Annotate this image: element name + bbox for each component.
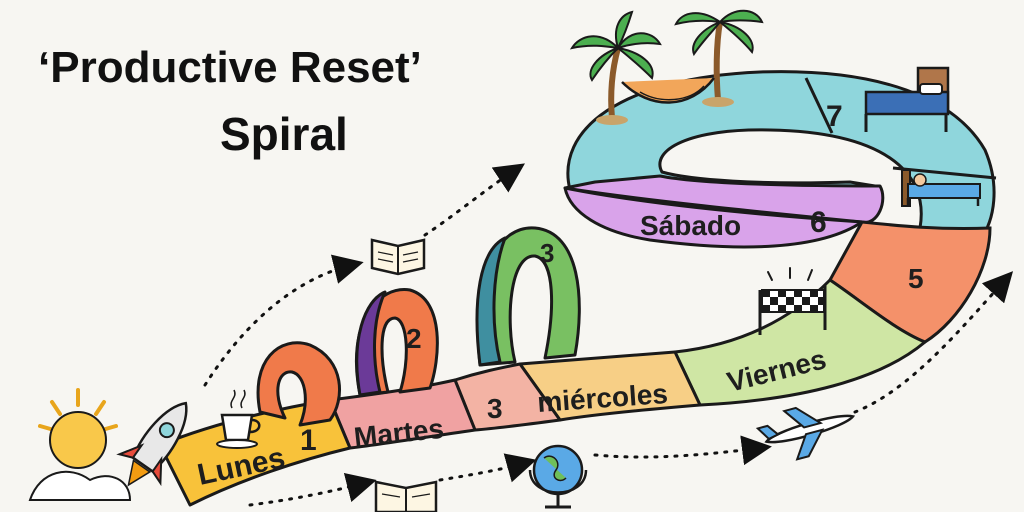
book-icon-bottom (374, 480, 438, 512)
bed-icon (864, 66, 950, 132)
coffee-cup-icon (216, 389, 261, 449)
dotted-arrows (203, 163, 1014, 507)
section-viernes (673, 278, 927, 407)
loop-2-inner (355, 290, 387, 397)
bed-icon-2 (901, 169, 981, 207)
arrow-2 (423, 163, 525, 237)
hammock-icon (621, 77, 715, 104)
arrow-3 (248, 472, 377, 507)
sun-icon (28, 388, 132, 501)
arrow-4 (438, 453, 537, 483)
palm-tree-icon-2 (674, 9, 764, 107)
loop-3-inner (475, 236, 507, 367)
num-5: 5 (908, 263, 924, 294)
loop-1 (256, 341, 341, 427)
main-ribbon (158, 278, 927, 507)
sabado-band-lower (563, 186, 864, 249)
num-6: 6 (810, 206, 827, 239)
palm-tree-icon (569, 10, 662, 125)
title-line-2: Spiral (220, 108, 348, 160)
arrow-6 (853, 271, 1014, 414)
label-sabado: Sábado (640, 210, 741, 241)
arrow-5 (593, 435, 772, 466)
num-7: 7 (826, 100, 843, 133)
book-icon (370, 238, 426, 276)
divider-7 (804, 77, 834, 134)
num-3-loop: 3 (540, 238, 554, 268)
arrow-1 (203, 254, 364, 387)
num-3-ribbon: 3 (487, 393, 503, 424)
title-line-1: ‘Productive Reset’ (38, 43, 422, 92)
globe-icon (528, 444, 588, 509)
loops (256, 226, 581, 427)
sabado-band (563, 174, 885, 224)
rocket-icon (116, 401, 188, 487)
airplane-icon (755, 406, 856, 461)
num-2: 2 (406, 323, 422, 354)
finish-flag-icon (758, 267, 827, 335)
num-1: 1 (300, 424, 317, 457)
